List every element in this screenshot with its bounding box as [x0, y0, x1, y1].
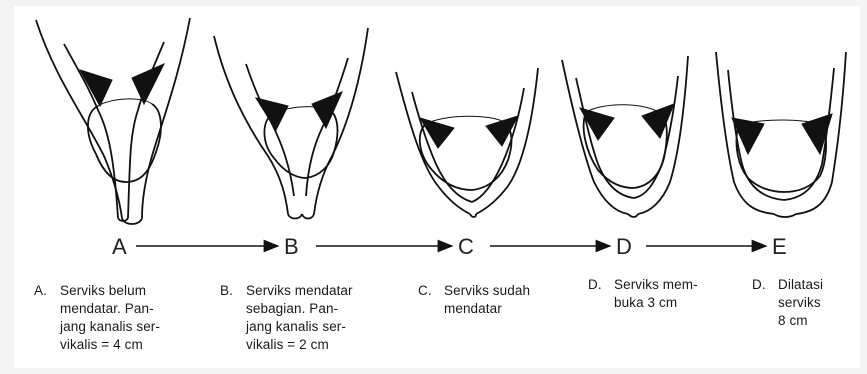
caption-c-label: C. [418, 282, 432, 300]
caption-e-line: serviks [778, 294, 823, 312]
caption-b-line: Serviks mendatar [246, 282, 353, 300]
caption-b-line: jang kanalis ser- [246, 318, 353, 336]
caption-c-line: Serviks sudah [444, 282, 530, 300]
stage-letter-d: D [616, 234, 632, 259]
cervix-stage-d [562, 56, 688, 217]
cervix-stage-a [36, 18, 190, 224]
caption-a-line: mendatar. Pan- [60, 300, 160, 318]
caption-a-line: Serviks belum [60, 282, 160, 300]
caption-e-line: 8 cm [778, 312, 823, 330]
cervix-stage-e [716, 52, 846, 217]
stage-letter-b: B [284, 234, 299, 259]
caption-c-line: mendatar [444, 300, 530, 318]
stage-letter-e: E [772, 234, 787, 259]
stage-letter-a: A [112, 234, 127, 259]
caption-d-line: Serviks mem- [614, 276, 698, 294]
cervix-dilation-figure: A B C D E A. Serviks belum mendatar. Pan… [14, 6, 860, 368]
stage-letter-c: C [458, 234, 474, 259]
caption-a-label: A. [34, 282, 47, 300]
caption-e-label: D. [752, 276, 766, 294]
cervix-stage-c [396, 68, 538, 217]
caption-d-label: D. [588, 276, 602, 294]
caption-b-line: sebagian. Pan- [246, 300, 353, 318]
caption-b-line: vikalis = 2 cm [246, 336, 353, 354]
cervix-stage-b [214, 28, 368, 219]
caption-d-line: buka 3 cm [614, 294, 698, 312]
caption-e-line: Dilatasi [778, 276, 823, 294]
caption-b-label: B. [220, 282, 233, 300]
caption-a-line: jang kanalis ser- [60, 318, 160, 336]
caption-a-line: vikalis = 4 cm [60, 336, 160, 354]
